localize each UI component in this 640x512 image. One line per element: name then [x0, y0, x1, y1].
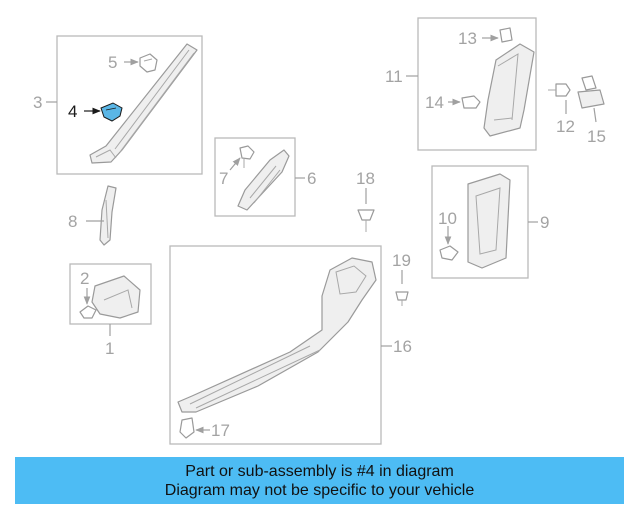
part-13-clip[interactable] — [499, 27, 513, 43]
part-14-clip[interactable] — [461, 95, 481, 109]
part-17-clip[interactable] — [179, 417, 195, 439]
a-pillar-group — [56, 35, 203, 175]
part-4-highlighted[interactable] — [100, 102, 123, 122]
callout-8[interactable]: 8 — [68, 212, 77, 231]
part-6-trim-bracket[interactable] — [237, 149, 290, 211]
callout-6[interactable]: 6 — [307, 169, 316, 188]
part-8-strip[interactable] — [99, 185, 117, 246]
callout-18[interactable]: 18 — [356, 169, 375, 188]
sill-plate-group — [169, 245, 382, 445]
parts-diagram: 3 5 4 6 7 8 2 1 11 13 14 — [33, 17, 606, 445]
callout-5[interactable]: 5 — [108, 53, 117, 72]
callout-1[interactable]: 1 — [105, 339, 114, 358]
callout-2[interactable]: 2 — [80, 269, 89, 288]
callout-15[interactable]: 15 — [587, 127, 606, 146]
callout-16[interactable]: 16 — [393, 337, 412, 356]
banner-line-1: Part or sub-assembly is #4 in diagram — [185, 462, 454, 480]
callout-10[interactable]: 10 — [438, 209, 457, 228]
part-19-clip[interactable] — [395, 291, 409, 301]
part-1-kick-panel[interactable] — [91, 275, 141, 319]
callout-12[interactable]: 12 — [556, 117, 575, 136]
callout-3[interactable]: 3 — [33, 93, 42, 112]
callout-9[interactable]: 9 — [540, 213, 549, 232]
part-2-clip[interactable] — [79, 305, 97, 319]
part-10-clip[interactable] — [439, 245, 459, 261]
part-15-cover[interactable] — [577, 89, 605, 109]
kick-panel-group — [69, 263, 152, 325]
b-pillar-lower-group — [431, 165, 529, 279]
part-9-b-pillar-lower[interactable] — [467, 173, 511, 269]
info-banner: Part or sub-assembly is #4 in diagram Di… — [15, 457, 624, 504]
callout-13[interactable]: 13 — [458, 29, 477, 48]
callout-7[interactable]: 7 — [219, 169, 228, 188]
b-pillar-upper-group — [417, 17, 537, 151]
bracket-group-6 — [214, 137, 296, 217]
callout-4[interactable]: 4 — [68, 102, 77, 121]
part-15-clip[interactable] — [581, 75, 597, 91]
callout-14[interactable]: 14 — [425, 93, 444, 112]
part-11-b-pillar-trim[interactable] — [483, 43, 535, 137]
part-16-sill-plate[interactable] — [177, 257, 377, 413]
part-18-bolt[interactable] — [357, 209, 375, 221]
part-5-clip[interactable] — [139, 53, 158, 73]
callout-17[interactable]: 17 — [211, 421, 230, 440]
callout-11[interactable]: 11 — [385, 67, 403, 86]
banner-line-2: Diagram may not be specific to your vehi… — [164, 481, 475, 499]
part-7-screw[interactable] — [239, 145, 255, 160]
callout-19[interactable]: 19 — [392, 251, 411, 270]
part-3-a-pillar-trim[interactable] — [89, 43, 198, 164]
part-12-screw[interactable] — [555, 83, 571, 97]
